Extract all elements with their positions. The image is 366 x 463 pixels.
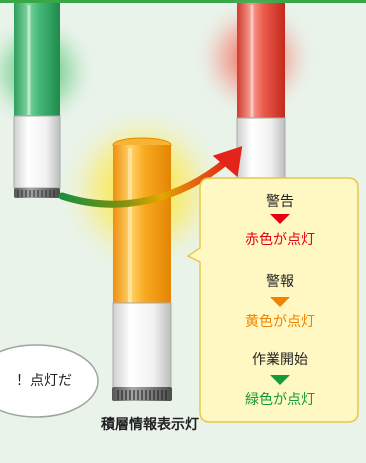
red-tower — [236, 3, 286, 193]
green-tower — [13, 3, 61, 198]
green-tower-base-ridges — [17, 190, 55, 197]
triangle-down-icon — [270, 214, 290, 224]
transition-arrow — [58, 146, 243, 208]
speech-bubble-text: 点灯だ！ — [16, 373, 72, 389]
speech-bubble — [0, 344, 99, 418]
product-caption: 積層情報表示灯 — [101, 417, 199, 433]
triangle-down-icon — [270, 297, 290, 307]
status-work-start-label: 作業開始 — [252, 352, 308, 368]
top-border — [0, 0, 366, 3]
yellow-tower — [112, 137, 172, 401]
status-warning-label: 警告 — [266, 194, 294, 210]
state-red-label: 赤色が点灯 — [245, 232, 315, 248]
state-green-label: 緑色が点灯 — [245, 392, 315, 408]
state-yellow-label: 黄色が点灯 — [245, 314, 315, 330]
status-alarm-label: 警報 — [266, 274, 294, 290]
triangle-down-icon — [270, 375, 290, 385]
